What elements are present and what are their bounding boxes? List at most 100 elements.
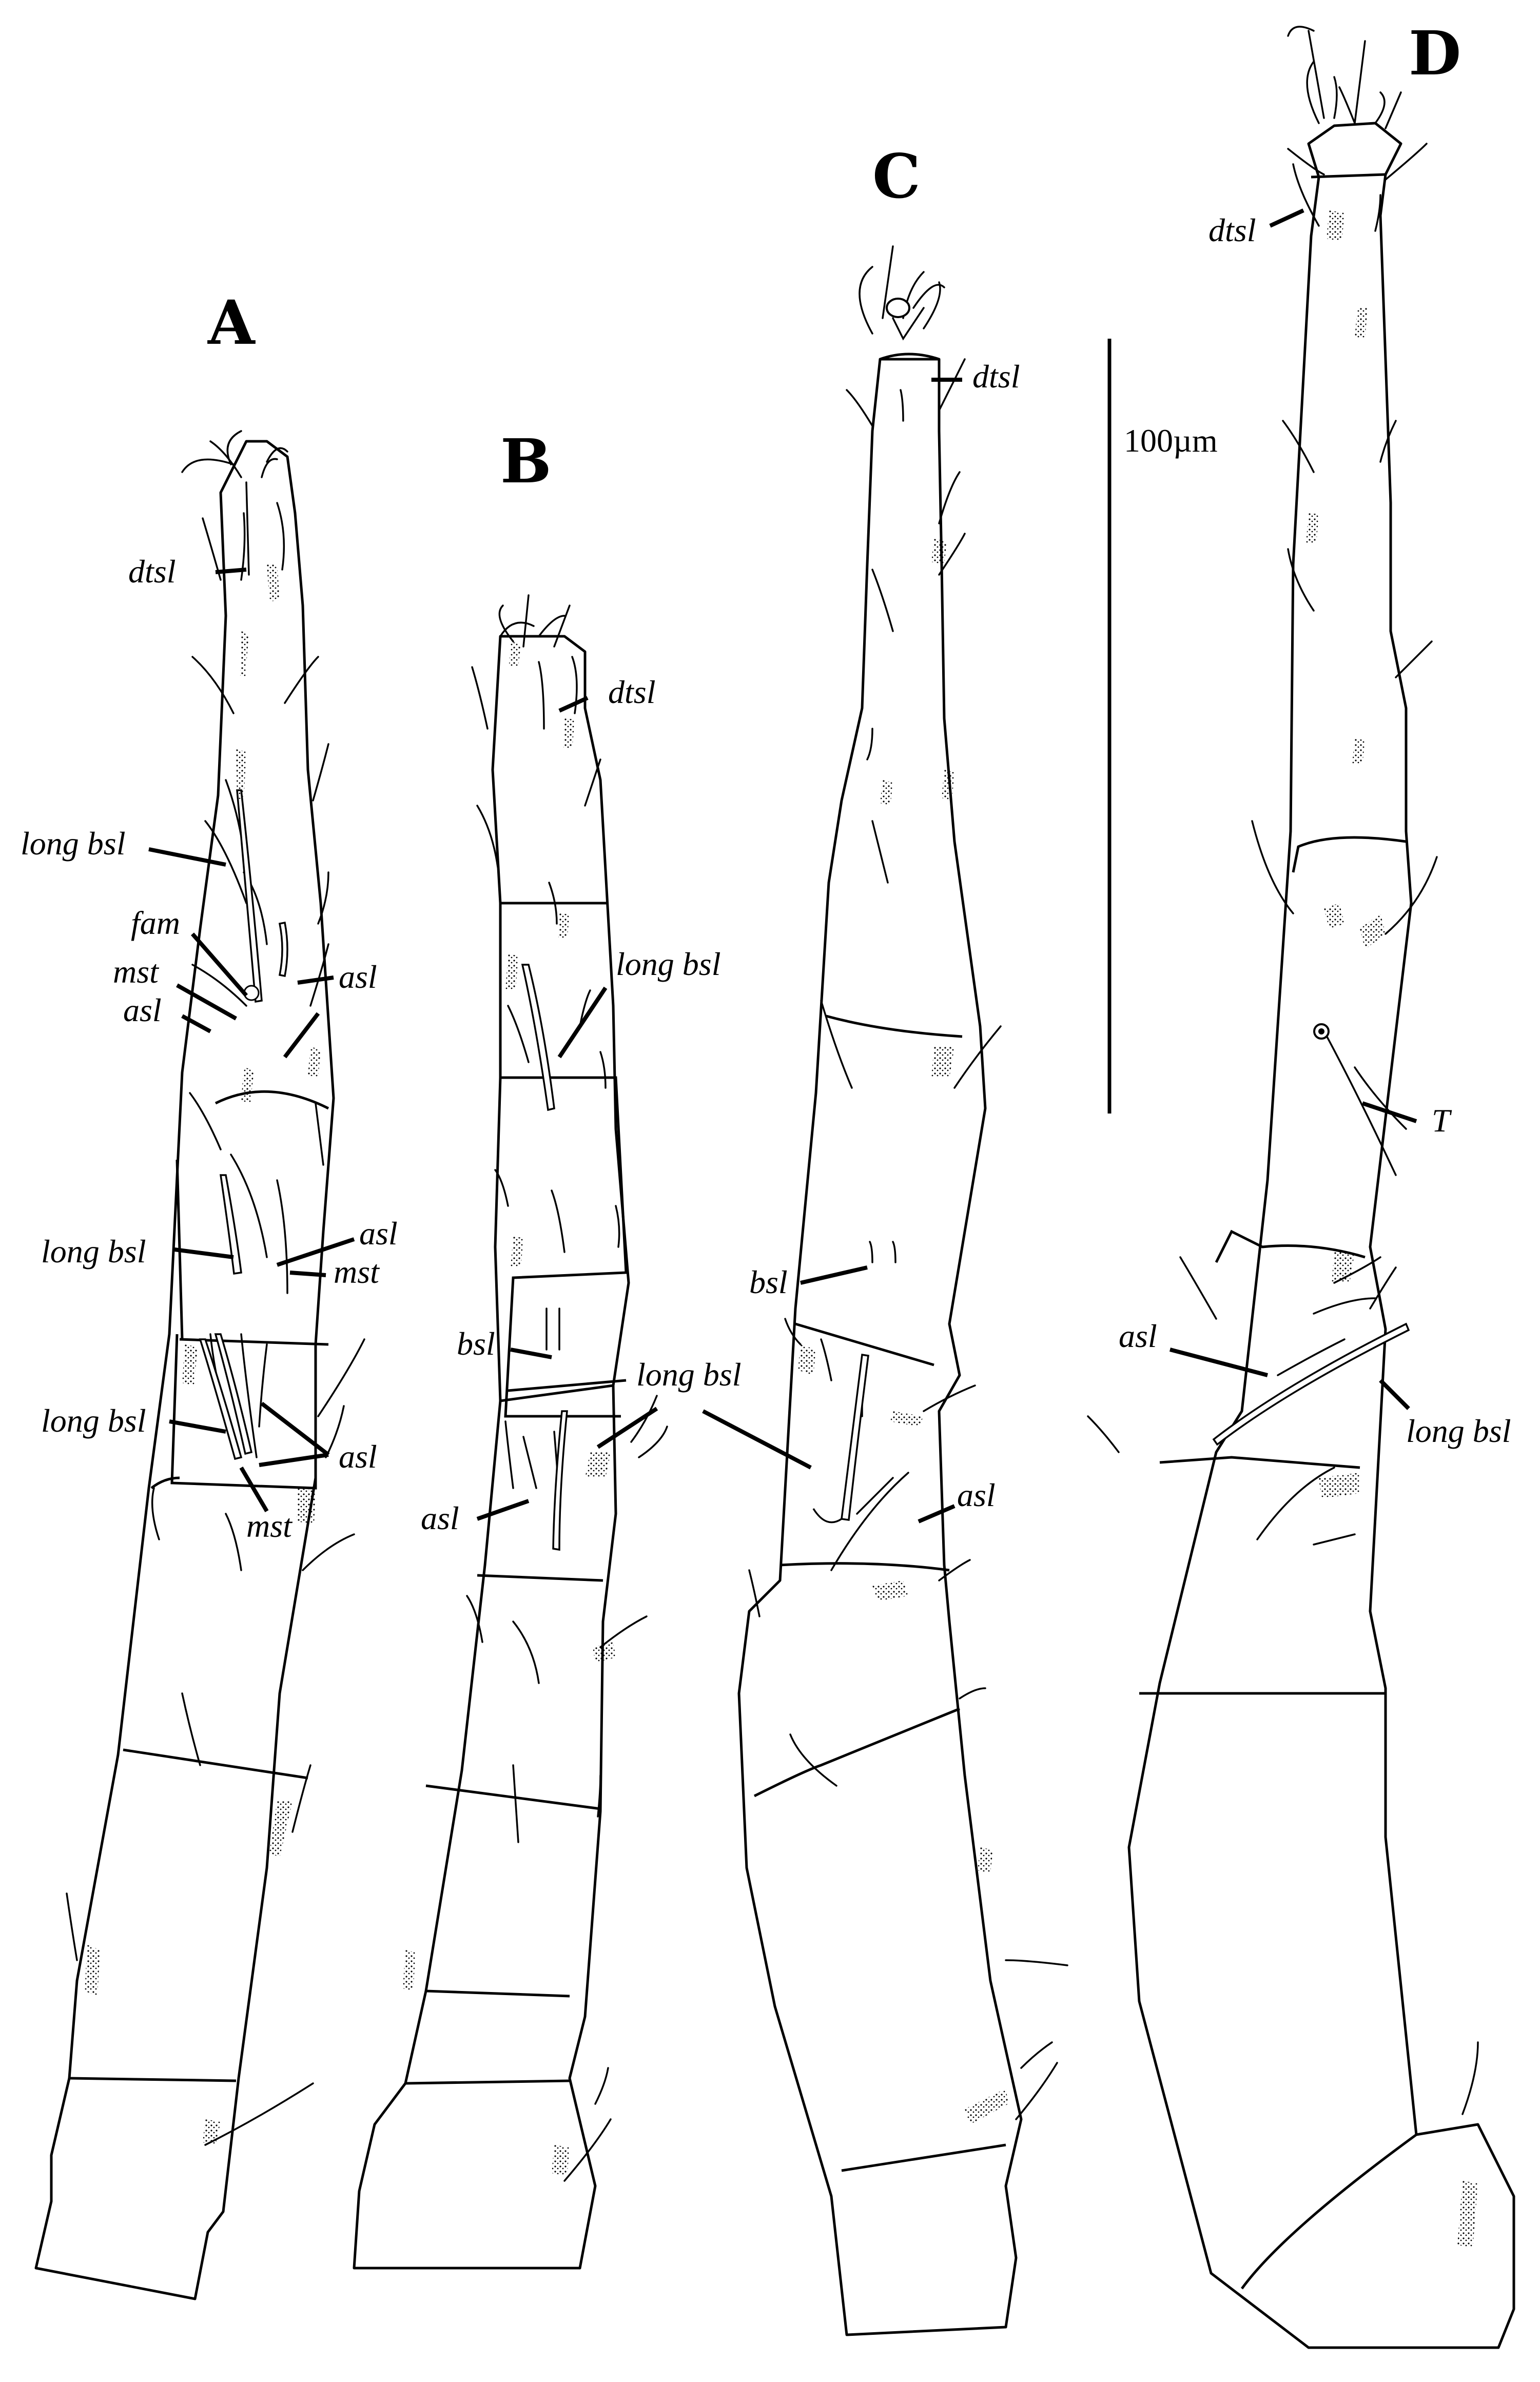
- panel-d-label-dtsl: dtsl: [1208, 212, 1256, 248]
- panel-a-suture-7: [69, 2077, 237, 2082]
- panel-a-label-mst-1: mst: [113, 953, 160, 990]
- panel-c-long-sensilla: [812, 1353, 869, 1524]
- panel-b-leader-asl: [476, 1499, 530, 1521]
- panel-a-leader-long-bsl-2: [174, 1247, 234, 1259]
- panel-d-letter: D: [1409, 17, 1461, 89]
- panel-a-leader-mst-1: [176, 983, 237, 1021]
- panel-d-leader-t: [1361, 1101, 1417, 1123]
- panel-b-label-bsl: bsl: [457, 1325, 495, 1362]
- panel-a-leader-dtsl: [215, 568, 247, 574]
- panel-a-long-sensilla: [199, 789, 288, 1460]
- scale-bar: 100µm: [1107, 339, 1218, 1114]
- panel-b-stipples: [403, 641, 616, 2176]
- panel-d-suture-1: [1311, 173, 1386, 179]
- panel-a-setae: [66, 502, 365, 2146]
- panel-d-label-t: T: [1432, 1102, 1452, 1139]
- panel-c-leg-outline: [737, 358, 1023, 2336]
- panel-a-leader-fam: [190, 932, 248, 997]
- panel-c: C: [636, 141, 1068, 2336]
- panel-a-label-asl-4: asl: [339, 1438, 377, 1475]
- panel-d-stipples: [1306, 210, 1478, 2248]
- panel-c-leader-asl: [918, 1504, 956, 1524]
- panel-c-label-dtsl: dtsl: [972, 358, 1020, 395]
- panel-c-suture-3: [795, 1322, 934, 1366]
- panel-d-claws: [1287, 26, 1402, 129]
- panel-c-suture-5: [753, 1707, 960, 1798]
- panel-a-suture-1: [215, 1090, 329, 1110]
- panel-b: B: [353, 425, 720, 2270]
- panel-b-suture-2: [500, 1076, 628, 1418]
- panel-b-claws: [498, 594, 571, 648]
- panel-c-setae: [748, 358, 1068, 2120]
- panel-c-label-long-bsl: long bsl: [636, 1356, 741, 1393]
- panel-d-label-asl: asl: [1119, 1318, 1157, 1354]
- panel-a-label-asl-1: asl: [339, 959, 377, 995]
- panel-d-suture-2: [1292, 836, 1407, 873]
- panel-c-leader-long-bsl: [702, 1409, 812, 1470]
- panel-b-leader-long-bsl: [557, 986, 608, 1059]
- scale-bar-label: 100µm: [1124, 422, 1218, 459]
- panel-b-label-asl: asl: [421, 1500, 459, 1536]
- panel-b-letter: B: [500, 425, 552, 497]
- panel-b-suture-5: [477, 1574, 603, 1582]
- panel-d-leg-outline: [1127, 122, 1515, 2349]
- panel-a-leader-mst-2: [289, 1271, 326, 1277]
- panel-b-leader-bsl: [510, 1348, 552, 1359]
- panel-b-suture-7: [425, 1989, 570, 1998]
- panel-a-suture-6: [123, 1748, 308, 1780]
- panel-d-label-long-bsl: long bsl: [1406, 1413, 1511, 1449]
- panel-b-suture-3: [508, 1379, 627, 1392]
- panel-b-leg-outline: [353, 635, 630, 2270]
- panel-a-claws: [181, 430, 288, 576]
- panel-a-leg-outline: [34, 440, 335, 2300]
- panel-c-leader-bsl: [800, 1265, 868, 1285]
- panel-b-suture-6: [425, 1784, 601, 1810]
- panel-a-label-long-bsl-1: long bsl: [21, 825, 125, 862]
- panel-a-leader-asl-3: [181, 1014, 211, 1033]
- panel-b-suture-4: [500, 1384, 614, 1402]
- panel-c-stipples: [798, 539, 1008, 2124]
- panel-a-label-long-bsl-2: long bsl: [41, 1233, 146, 1270]
- panel-d: D: [1087, 17, 1515, 2349]
- panel-a-stipples: [85, 564, 321, 2145]
- panel-a-label-asl-3: asl: [359, 1215, 398, 1252]
- panel-d-leader-dtsl: [1269, 208, 1304, 228]
- panel-d-leader-long-bsl: [1379, 1379, 1410, 1410]
- panel-b-suture-8: [405, 2079, 570, 2085]
- panel-a-label-mst-2: mst: [334, 1254, 380, 1290]
- panel-a-leader-asl-1: [297, 975, 334, 985]
- panel-c-letter: C: [872, 141, 921, 212]
- panel-d-suture-4: [1159, 1456, 1360, 1469]
- panel-b-label-dtsl: dtsl: [608, 674, 655, 710]
- panel-d-setae: [1087, 143, 1479, 2115]
- panel-c-suture-2: [826, 1014, 963, 1038]
- panel-a-label-mst-3: mst: [246, 1508, 293, 1544]
- panel-a-leader-asl-4b: [259, 1453, 329, 1467]
- panel-c-claw-pad: [886, 298, 910, 318]
- panel-a-leader-asl-top: [276, 1237, 355, 1267]
- panel-c-claws: [859, 245, 945, 341]
- panel-a-leader-mst-3: [239, 1466, 269, 1513]
- panel-a-suture-4: [170, 1334, 317, 1490]
- panel-a-letter: A: [207, 287, 256, 358]
- panel-a-label-long-bsl-3: long bsl: [41, 1402, 146, 1439]
- panel-a: A: [21, 287, 398, 2300]
- panel-b-label-long-bsl: long bsl: [616, 946, 720, 982]
- panel-a-label-fam: fam: [131, 905, 180, 941]
- panel-c-suture-6: [841, 2143, 1006, 2172]
- panel-a-label-asl-2: asl: [123, 992, 162, 1028]
- panel-a-label-dtsl: dtsl: [128, 553, 176, 590]
- panel-c-label-bsl: bsl: [749, 1264, 788, 1300]
- panel-c-leader-long-bsl-start: [596, 1407, 658, 1449]
- panel-d-suture-6: [1240, 2133, 1417, 2290]
- panel-c-label-asl: asl: [957, 1477, 996, 1513]
- panel-b-long-sensilla: [521, 964, 568, 1551]
- panel-a-leader-asl-2: [283, 1012, 320, 1059]
- panel-a-leader-asl-4a: [260, 1401, 330, 1457]
- panel-d-long-sensilla: [1212, 1023, 1410, 1446]
- panel-c-suture-1: [880, 353, 940, 361]
- panel-c-suture-4: [779, 1562, 950, 1572]
- panel-a-leader-long-bsl-3: [169, 1419, 226, 1434]
- panel-a-leader-long-bsl-1: [148, 847, 226, 867]
